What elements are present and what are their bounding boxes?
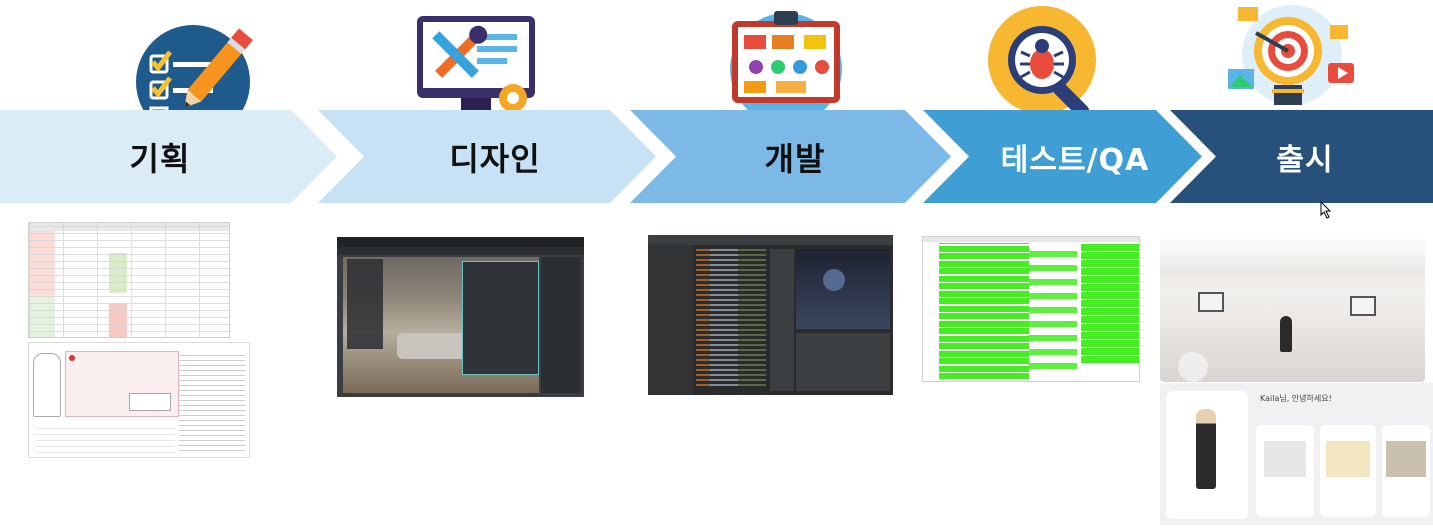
bug-search-icon — [986, 6, 1106, 116]
stage-arrow-release — [1170, 110, 1433, 203]
planning-checklist-icon — [133, 22, 253, 122]
stage-arrow-design — [318, 110, 656, 203]
release-app-greeting: Kaila님, 안녕하세요! — [1260, 394, 1332, 403]
mouse-cursor-icon — [1320, 200, 1332, 223]
design-3d-editor-screenshot — [337, 237, 584, 397]
test-qa-sheet-screenshot — [922, 236, 1140, 382]
release-app-screenshot: Kaila님, 안녕하세요! — [1160, 383, 1433, 525]
design-tools-icon — [417, 16, 535, 116]
stage-label-release: 출시 — [1276, 142, 1334, 178]
stage-label-design: 디자인 — [449, 139, 541, 178]
stage-arrow-planning — [0, 110, 337, 203]
release-gallery-screenshot — [1160, 236, 1425, 382]
planning-spreadsheet-screenshot — [28, 222, 230, 338]
stage-arrow-development — [630, 110, 951, 203]
stage-label-planning: 기획 — [129, 139, 191, 178]
development-flowchart-icon — [726, 5, 846, 113]
stage-arrow-test — [923, 110, 1202, 203]
process-arrow-bar — [0, 110, 1433, 203]
launch-target-icon — [1228, 5, 1356, 105]
stage-label-development: 개발 — [764, 139, 826, 178]
planning-wireframe-screenshot — [28, 342, 250, 458]
stage-label-test: 테스트/QA — [1000, 142, 1150, 178]
development-code-editor-screenshot — [648, 235, 893, 395]
